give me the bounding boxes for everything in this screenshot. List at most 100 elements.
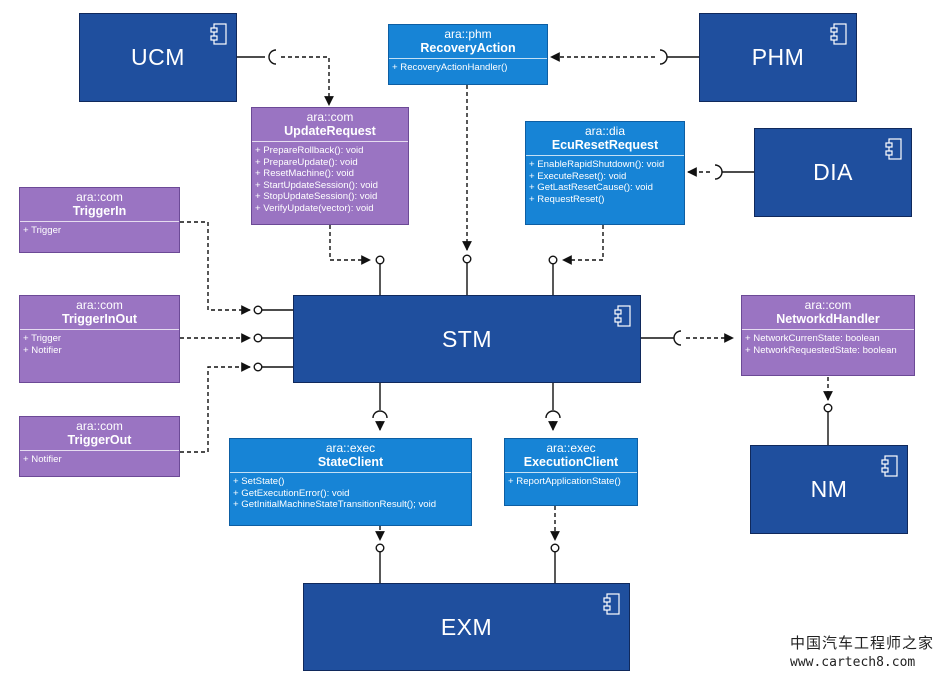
nm-component[interactable]: NM xyxy=(750,445,908,534)
triggerin-to-stm-connector xyxy=(180,221,293,315)
interface-title: StateClient xyxy=(317,455,384,469)
component-icon xyxy=(614,305,631,327)
ucm-to-updaterequest-connector xyxy=(236,49,334,106)
member-list: + ReportApplicationState() xyxy=(505,476,637,488)
member-list: + NetworkCurrenState: boolean + NetworkR… xyxy=(742,333,914,356)
member-item: + GetInitialMachineStateTransitionResult… xyxy=(233,499,437,511)
trigger-in-out-interface[interactable]: ara::com TriggerInOut + Trigger + Notifi… xyxy=(19,295,180,383)
member-list: + EnableRapidShutdown(): void + ExecuteR… xyxy=(526,159,684,205)
stereotype-label: ara::com xyxy=(804,298,852,312)
networkdhandler-to-nm-connector xyxy=(823,377,833,445)
separator xyxy=(526,155,684,156)
stereotype-label: ara::exec xyxy=(325,441,376,455)
member-list: + PrepareRollback(): void + PrepareUpdat… xyxy=(252,145,408,215)
member-item: + StopUpdateSession(): void xyxy=(255,191,378,203)
ucm-label: UCM xyxy=(131,44,185,70)
stereotype-label: ara::com xyxy=(76,190,123,204)
component-icon xyxy=(603,593,620,615)
interface-title: UpdateRequest xyxy=(284,124,376,138)
stateclient-to-exm-connector xyxy=(375,526,385,583)
component-icon xyxy=(210,23,227,45)
member-list: + Notifier xyxy=(20,454,179,466)
member-item: + GetExecutionError(): void xyxy=(233,487,350,499)
member-item: + PrepareUpdate(): void xyxy=(255,156,358,168)
member-item: + StartUpdateSession(): void xyxy=(255,179,378,191)
member-item: + EnableRapidShutdown(): void xyxy=(529,159,665,170)
stereotype-label: ara::com xyxy=(76,298,123,312)
member-list: + SetState() + GetExecutionError(): void… xyxy=(230,476,471,511)
separator xyxy=(389,58,547,59)
executionclient-to-exm-connector xyxy=(550,506,560,583)
member-item: + Notifier xyxy=(23,344,62,356)
dia-to-ecuresetrequest-connector xyxy=(687,164,755,180)
component-icon xyxy=(885,138,902,160)
stm-component[interactable]: STM xyxy=(293,295,641,383)
member-list: + RecoveryActionHandler() xyxy=(389,62,547,74)
exm-label: EXM xyxy=(440,613,493,640)
separator xyxy=(20,221,179,222)
stereotype-label: ara::dia xyxy=(584,124,626,138)
interface-title: TriggerOut xyxy=(67,433,132,447)
member-item: + GetLastResetCause(): void xyxy=(529,182,653,194)
member-item: + NetworkRequestedState: boolean xyxy=(745,344,897,356)
interface-title: RecoveryAction xyxy=(420,41,516,55)
member-item: + ResetMachine(): void xyxy=(255,168,354,180)
exm-component[interactable]: EXM xyxy=(303,583,630,671)
member-item: + RecoveryActionHandler() xyxy=(392,62,508,73)
watermark-url: www.cartech8.com xyxy=(790,655,916,670)
member-item: + Trigger xyxy=(23,333,62,344)
stm-to-executionclient-connector xyxy=(545,382,561,431)
updaterequest-to-stm-connector xyxy=(329,225,385,296)
member-item: + ReportApplicationState() xyxy=(508,476,621,487)
separator xyxy=(252,141,408,142)
dia-component[interactable]: DIA xyxy=(754,128,912,217)
member-list: + Trigger + Notifier xyxy=(20,333,179,356)
stereotype-label: ara::com xyxy=(306,110,354,124)
separator xyxy=(230,472,471,473)
update-request-interface[interactable]: ara::com UpdateRequest + PrepareRollback… xyxy=(251,107,409,225)
member-list: + Trigger xyxy=(20,225,179,237)
component-icon xyxy=(881,455,898,477)
trigger-in-interface[interactable]: ara::com TriggerIn + Trigger xyxy=(19,187,180,253)
stm-to-stateclient-connector xyxy=(372,382,388,431)
ecu-reset-request-interface[interactable]: ara::dia EcuResetRequest + EnableRapidSh… xyxy=(525,121,685,225)
stereotype-label: ara::exec xyxy=(546,441,596,455)
triggerinout-to-stm-connector xyxy=(180,333,293,343)
member-item: + Notifier xyxy=(23,454,62,465)
triggerout-to-stm-connector xyxy=(180,362,293,453)
stereotype-label: ara::phm xyxy=(444,27,492,41)
member-item: + PrepareRollback(): void xyxy=(255,145,364,156)
interface-title: TriggerInOut xyxy=(62,312,137,326)
ecuresetrequest-to-stm-connector xyxy=(548,225,604,296)
execution-client-interface[interactable]: ara::exec ExecutionClient + ReportApplic… xyxy=(504,438,638,506)
interface-title: TriggerIn xyxy=(72,204,127,218)
member-item: + ExecuteReset(): void xyxy=(529,170,627,182)
interface-title: NetworkdHandler xyxy=(776,312,880,326)
ucm-component[interactable]: UCM xyxy=(79,13,237,102)
separator xyxy=(505,472,637,473)
watermark-name: 中国汽车工程师之家 xyxy=(790,634,935,652)
recovery-action-interface[interactable]: ara::phm RecoveryAction + RecoveryAction… xyxy=(388,24,548,85)
phm-label: PHM xyxy=(751,44,805,70)
phm-component[interactable]: PHM xyxy=(699,13,857,102)
stm-to-networkdhandler-connector xyxy=(640,330,734,346)
trigger-out-interface[interactable]: ara::com TriggerOut + Notifier xyxy=(19,416,180,477)
interface-title: EcuResetRequest xyxy=(551,138,659,152)
dia-label: DIA xyxy=(813,159,853,185)
member-item: + Trigger xyxy=(23,225,62,236)
phm-to-recoveryaction-connector xyxy=(550,49,700,65)
member-item: + RequestReset() xyxy=(529,193,605,205)
separator xyxy=(742,329,914,330)
separator xyxy=(20,450,179,451)
component-icon xyxy=(830,23,847,45)
nm-label: NM xyxy=(810,476,848,502)
networkd-handler-interface[interactable]: ara::com NetworkdHandler + NetworkCurren… xyxy=(741,295,915,376)
recoveryaction-to-stm-connector xyxy=(462,85,472,296)
stm-label: STM xyxy=(441,325,493,352)
interface-title: ExecutionClient xyxy=(523,455,619,469)
member-item: + VerifyUpdate(vector): void xyxy=(255,202,374,214)
state-client-interface[interactable]: ara::exec StateClient + SetState() + Get… xyxy=(229,438,472,526)
member-item: + NetworkCurrenState: boolean xyxy=(745,333,880,344)
